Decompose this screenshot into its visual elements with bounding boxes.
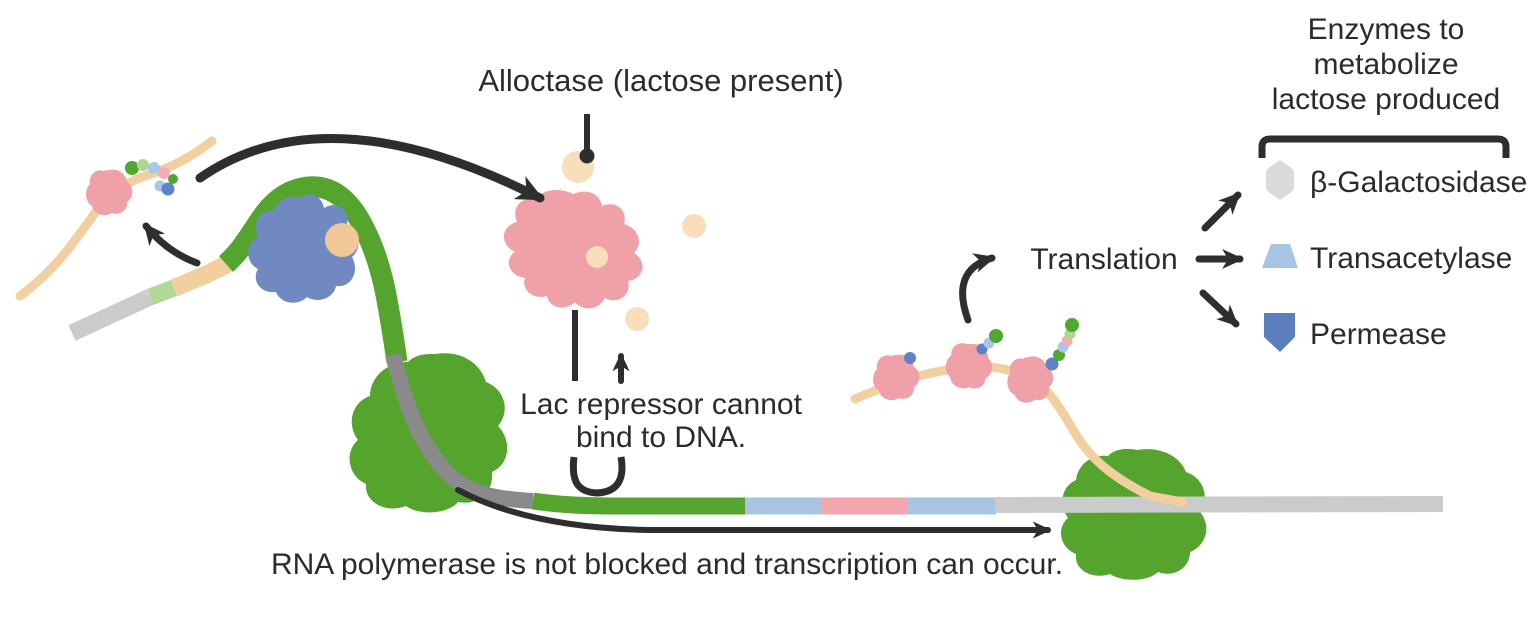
- amino-acid-bead: [161, 182, 175, 196]
- activator-protein: [248, 194, 359, 303]
- dna-tan-segment: [170, 254, 235, 297]
- repressor-note-line-2: bind to DNA.: [575, 421, 747, 454]
- allolactose-molecule: [682, 214, 706, 238]
- amino-acid-bead: [1065, 318, 1079, 332]
- operator-hook: [569, 456, 626, 497]
- allolactose-bound: [586, 246, 608, 268]
- dna-light-green-segment: [147, 280, 177, 305]
- arrow-to-permease: [1199, 289, 1240, 328]
- transcription-arrow: [455, 487, 1052, 539]
- arrow-to-repressor: [195, 133, 545, 203]
- alloctase-label: Alloctase (lactose present): [478, 63, 844, 98]
- amino-acid-bead: [148, 162, 160, 174]
- dna-gray-segment: [68, 289, 154, 341]
- enzymes-bracket: [1258, 135, 1510, 158]
- repressor-note-line-1: Lac repressor cannot: [520, 388, 802, 421]
- hexagon-icon: [1266, 160, 1294, 200]
- enzymes-title: Enzymes to metabolize lactose produced: [1255, 12, 1517, 117]
- trapezoid-icon: [1262, 244, 1298, 268]
- alloctase-pointer-dot: [579, 148, 595, 164]
- repressor-note: Lac repressor cannot bind to DNA.: [451, 388, 871, 454]
- enzyme-label-transacetylase: Transacetylase: [1310, 242, 1513, 275]
- dna-dark-segment-through-polymerase: [385, 353, 534, 509]
- arrow-to-galactosidase: [1201, 191, 1242, 232]
- amino-acid-bead: [1045, 357, 1059, 371]
- amino-acid-bead: [137, 159, 149, 171]
- annotation-arrows: [142, 114, 1510, 539]
- rna-polymerase-right: [1061, 448, 1207, 580]
- pentagon-icon: [1264, 313, 1295, 352]
- enzymes-title-line-2: metabolize: [1313, 48, 1459, 81]
- amino-acid-bead: [158, 167, 170, 179]
- dna-green-region: [531, 492, 746, 515]
- amino-acid-bead: [125, 161, 139, 175]
- activator-bound-molecule: [325, 223, 359, 257]
- lac-repressor: [503, 190, 643, 309]
- enzyme-label-galactosidase: β-Galactosidase: [1310, 166, 1528, 199]
- arrow-to-left-ribosome: [142, 222, 201, 267]
- enzymes-title-line-1: Enzymes to: [1307, 13, 1465, 46]
- amino-acid-bead: [168, 174, 178, 184]
- dna-strand-bottom: [531, 492, 996, 515]
- arrow-to-translation: [959, 253, 996, 324]
- allolactose-molecule: [625, 307, 649, 331]
- amino-acid-bead: [989, 329, 1003, 343]
- enzyme-label-permease: Permease: [1310, 318, 1447, 351]
- amino-acid-bead: [904, 352, 916, 364]
- enzymes-title-line-3: lactose produced: [1271, 83, 1501, 116]
- transcription-note: RNA polymerase is not blocked and transc…: [270, 548, 1064, 581]
- translation-label: Translation: [1030, 243, 1178, 276]
- mrna-strand-left: [15, 136, 217, 301]
- dna-gray-region-right: [994, 496, 1444, 513]
- ribosome-left: [86, 169, 133, 216]
- polypeptide-chains-right: [904, 318, 1079, 371]
- polypeptide-chain-left: [125, 159, 178, 196]
